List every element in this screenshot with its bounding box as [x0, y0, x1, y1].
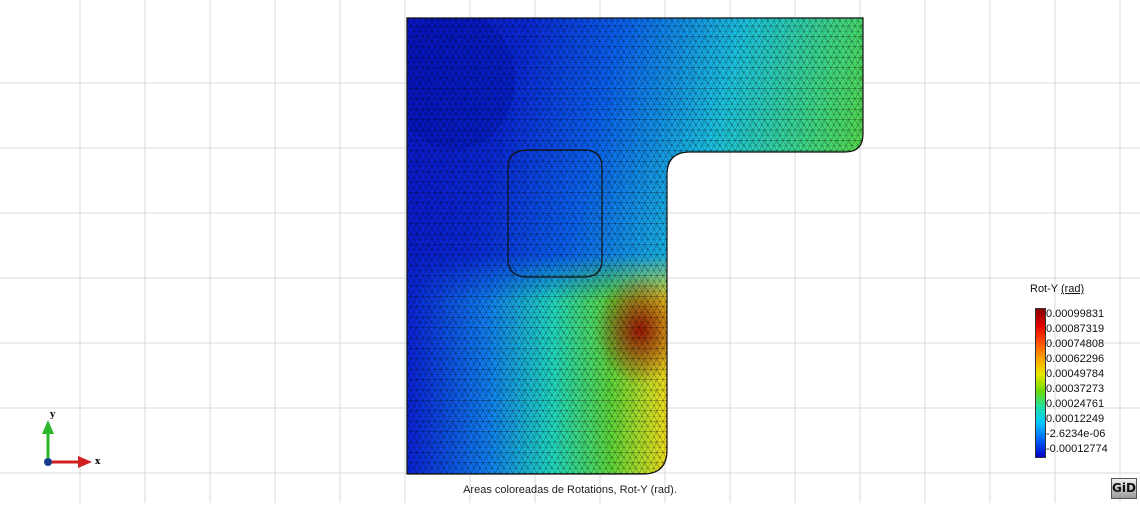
legend-title-quantity: Rot-Y: [1030, 283, 1058, 295]
legend-tick: 0.00024761: [1046, 398, 1105, 410]
gid-logo: GiD: [1111, 478, 1137, 499]
fem-contour-model[interactable]: [395, 10, 864, 475]
legend-tick: 0.00087319: [1046, 323, 1105, 335]
status-caption: Areas coloreadas de Rotations, Rot-Y (ra…: [463, 484, 677, 496]
y-axis-label: y: [49, 410, 56, 420]
contour-legend: Rot-Y (rad) 0.00099831 0.00087319 0.0007…: [1030, 283, 1134, 458]
legend-tick: 0.00012249: [1046, 413, 1105, 425]
legend-title-unit: (rad): [1060, 283, 1085, 295]
legend-tick: -2.6234e-06: [1046, 428, 1106, 440]
legend-color-bar: [1035, 308, 1046, 458]
y-axis-arrow-icon: [42, 420, 54, 434]
legend-title: Rot-Y (rad): [1030, 283, 1134, 296]
legend-tick: -0.00012774: [1046, 443, 1108, 455]
x-axis-label: x: [95, 457, 101, 467]
axes-triad: y x: [42, 410, 101, 468]
x-axis-arrow-icon: [78, 456, 92, 468]
legend-tick: 0.00049784: [1046, 368, 1105, 380]
legend-tick: 0.00062296: [1046, 353, 1105, 365]
legend-tick: 0.00037273: [1046, 383, 1105, 395]
legend-tick: 0.00074808: [1046, 338, 1105, 350]
origin-icon: [44, 458, 52, 466]
legend-tick: 0.00099831: [1046, 308, 1105, 320]
